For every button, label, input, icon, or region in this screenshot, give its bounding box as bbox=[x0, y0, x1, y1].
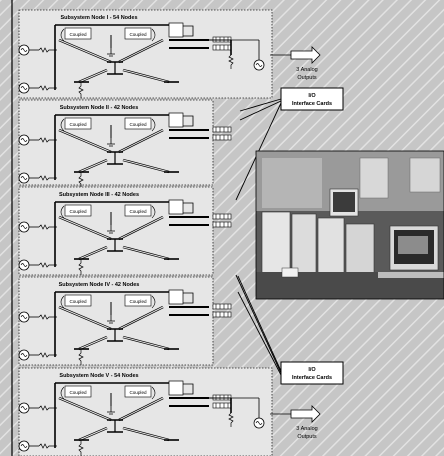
coupled-right-1: Coupled bbox=[124, 27, 152, 40]
io-card-2: I/O Interface Cards bbox=[280, 361, 344, 385]
analog-output-arrow-2: 3 Analog Outputs bbox=[270, 405, 321, 440]
coupled-left-label: Coupled bbox=[69, 32, 87, 37]
wall-chart bbox=[359, 157, 389, 199]
io-card-1-line1: I/O bbox=[308, 93, 316, 99]
coupled-right-2: Coupled bbox=[124, 117, 152, 130]
coupled-left-4: Coupled bbox=[64, 294, 92, 307]
analog-output-1-line1: 3 Analog bbox=[296, 67, 317, 73]
analog-output-2-line2: Outputs bbox=[297, 434, 317, 440]
node-5-title: Subsystem Node V - 54 Nodes bbox=[59, 373, 138, 379]
coupled-right-3: Coupled bbox=[124, 204, 152, 217]
coupled-left-label: Coupled bbox=[69, 209, 87, 214]
node-4-title: Subsystem Node IV - 42 Nodes bbox=[59, 282, 140, 288]
coupled-left-5: Coupled bbox=[64, 385, 92, 398]
analog-output-arrow-1: 3 Analog Outputs bbox=[270, 46, 321, 81]
coupled-right-4: Coupled bbox=[124, 294, 152, 307]
analog-output-2-line1: 3 Analog bbox=[296, 426, 317, 432]
coupled-left-label: Coupled bbox=[69, 390, 87, 395]
coupled-right-label: Coupled bbox=[129, 122, 147, 127]
computer-tower-4 bbox=[345, 223, 375, 281]
coupled-left-2: Coupled bbox=[64, 117, 92, 130]
computer-tower-3 bbox=[317, 217, 345, 281]
coupled-left-label: Coupled bbox=[69, 122, 87, 127]
node-1-title: Subsystem Node I - 54 Nodes bbox=[60, 15, 137, 21]
coupled-right-label: Coupled bbox=[129, 390, 147, 395]
node-2-title: Subsystem Node II - 42 Nodes bbox=[60, 105, 139, 111]
coupled-right-label: Coupled bbox=[129, 32, 147, 37]
io-card-1-line2: Interface Cards bbox=[292, 101, 332, 107]
analog-output-1-line2: Outputs bbox=[297, 75, 317, 81]
coupled-left-1: Coupled bbox=[64, 27, 92, 40]
node-3-title: Subsystem Node III - 42 Nodes bbox=[59, 192, 139, 198]
small-device bbox=[281, 267, 299, 278]
io-card-2-line1: I/O bbox=[308, 367, 316, 373]
coupled-left-label: Coupled bbox=[69, 299, 87, 304]
io-card-2-line2: Interface Cards bbox=[292, 375, 332, 381]
coupled-left-3: Coupled bbox=[64, 204, 92, 217]
coupled-right-5: Coupled bbox=[124, 385, 152, 398]
coupled-right-label: Coupled bbox=[129, 299, 147, 304]
io-card-1: I/O Interface Cards bbox=[280, 87, 344, 111]
lab-photo bbox=[255, 150, 444, 300]
coupled-right-label: Coupled bbox=[129, 209, 147, 214]
